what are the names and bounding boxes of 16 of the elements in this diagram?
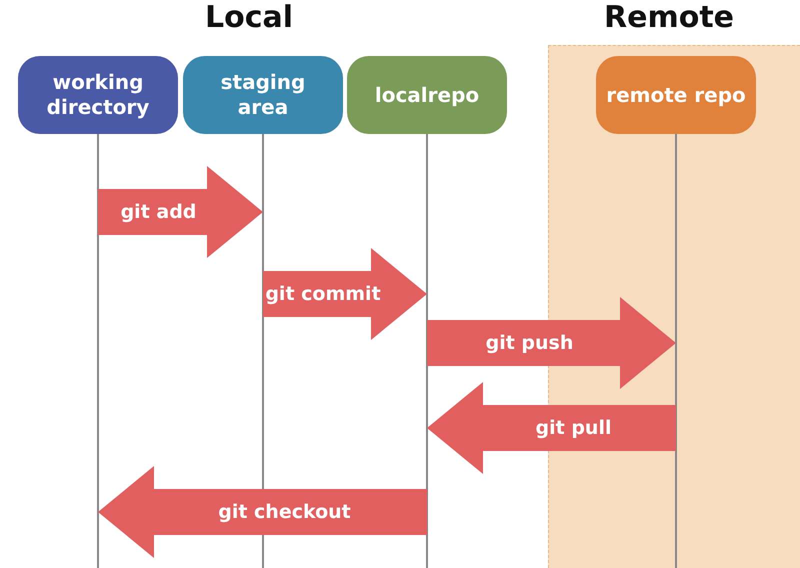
section-heading: Local (205, 0, 294, 35)
process-box: staging area (183, 56, 343, 134)
process-box: localrepo (347, 56, 507, 134)
edge-label: git pull (536, 417, 612, 439)
block-arrow (427, 297, 676, 389)
block-arrow (98, 166, 263, 258)
process-box: remote repo (596, 56, 756, 134)
block-arrow (263, 248, 427, 340)
edge-label: git add (120, 201, 196, 223)
edge-label: git checkout (218, 501, 351, 523)
edge-label: git push (486, 332, 574, 354)
block-arrow (98, 466, 427, 558)
block-arrow (427, 382, 676, 474)
process-box: working directory (18, 56, 178, 134)
edge-label: git commit (265, 283, 381, 305)
section-heading: Remote (604, 0, 734, 35)
